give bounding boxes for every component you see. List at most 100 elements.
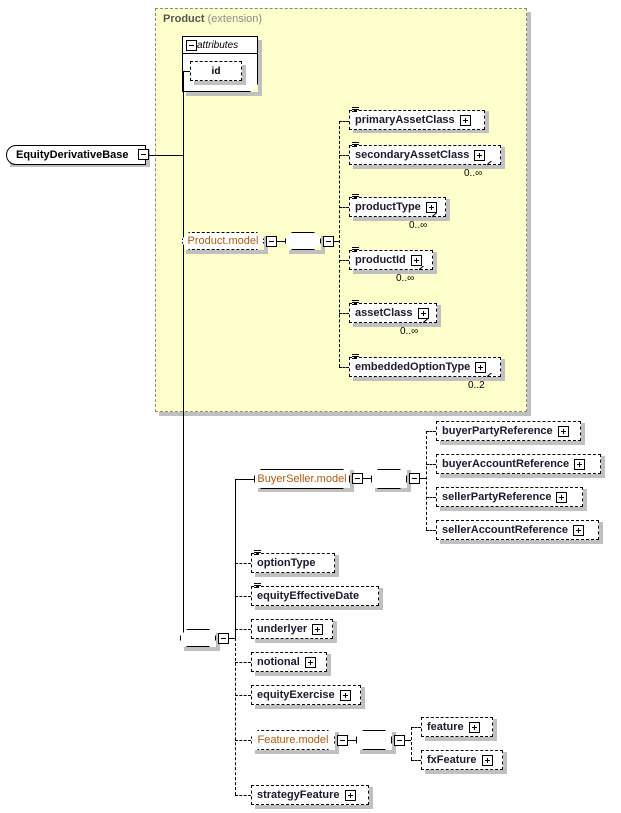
child-stub	[235, 662, 251, 663]
element-buyerAccountReference[interactable]: buyerAccountReference	[436, 454, 601, 474]
element-assetClass[interactable]: assetClass	[349, 300, 437, 323]
buyerseller-sequence-compositor[interactable]	[371, 469, 407, 489]
bs-seq-expander-minus-icon[interactable]	[409, 473, 420, 484]
element-fxFeature[interactable]: fxFeature	[421, 750, 503, 770]
element-equityExercise[interactable]: equityExercise	[251, 685, 361, 705]
attribute-row-id[interactable]: id	[190, 61, 242, 81]
expand-plus-icon[interactable]	[468, 721, 480, 733]
product-sequence-compositor[interactable]	[285, 232, 321, 250]
documentation-icon	[254, 550, 261, 557]
child-stub	[339, 367, 349, 368]
product-seq-out-line	[334, 241, 339, 242]
expand-plus-icon[interactable]	[312, 623, 324, 635]
el-shadow	[601, 456, 605, 478]
el-shadow	[501, 359, 505, 381]
element-notional[interactable]: notional	[251, 652, 327, 672]
element-sellerAccountReference[interactable]: sellerAccountReference	[436, 520, 599, 540]
expand-plus-icon[interactable]	[459, 114, 471, 126]
repeat-tick-icon	[419, 266, 427, 274]
el-shadow	[440, 474, 605, 478]
documentation-icon	[352, 300, 359, 307]
el-shadow	[583, 489, 587, 511]
buyerseller-model-group[interactable]: BuyerSeller.model	[254, 469, 350, 489]
el-shadow	[440, 507, 587, 511]
el-shadow	[353, 165, 505, 169]
product-model-expander-minus-icon[interactable]	[266, 236, 277, 247]
product-model-group[interactable]: Product.model	[182, 232, 264, 250]
expand-plus-icon[interactable]	[557, 425, 569, 437]
el-shadow	[353, 270, 437, 274]
feature-model-expander-minus-icon[interactable]	[337, 735, 348, 746]
root-expander-minus-icon[interactable]	[138, 149, 149, 160]
element-embeddedOptionType[interactable]: embeddedOptionType	[349, 354, 501, 377]
cardinality-label: 0..2	[468, 380, 485, 391]
extension-region-shadow	[527, 12, 531, 416]
element-buyerPartyReference[interactable]: buyerPartyReference	[436, 421, 581, 441]
feature-seq-expander-minus-icon[interactable]	[394, 735, 405, 746]
feature-model-group[interactable]: Feature.model	[251, 730, 335, 750]
expand-plus-icon[interactable]	[474, 149, 486, 161]
element-feature[interactable]: feature	[421, 717, 493, 737]
main-sequence-compositor[interactable]	[180, 629, 216, 647]
feature-sequence-compositor[interactable]	[356, 730, 392, 750]
feature-model-label: Feature.model	[257, 734, 329, 746]
element-sellerPartyReference[interactable]: sellerPartyReference	[436, 487, 583, 507]
element-underlyer[interactable]: underlyer	[251, 619, 333, 639]
element-optionType[interactable]: optionType	[251, 550, 335, 573]
expand-plus-icon[interactable]	[304, 656, 316, 668]
element-productId[interactable]: productId	[349, 247, 433, 270]
attributes-connector-horizontal	[183, 71, 190, 72]
expand-plus-icon[interactable]	[481, 754, 493, 766]
main-seq-expander-minus-icon[interactable]	[218, 633, 229, 644]
feature-model-shadow	[255, 750, 339, 754]
child-stub	[339, 260, 349, 261]
element-equityEffectiveDate[interactable]: equityEffectiveDate	[251, 583, 379, 606]
product-model-label: Product.model	[187, 235, 259, 247]
expand-plus-icon[interactable]	[475, 361, 487, 373]
repeat-tick-icon	[487, 161, 495, 169]
product-seq-expander-minus-icon[interactable]	[323, 236, 334, 247]
feature-seq-out-line	[405, 740, 411, 741]
element-label: equityEffectiveDate	[257, 590, 360, 602]
expand-plus-icon[interactable]	[556, 491, 568, 503]
root-node[interactable]: EquityDerivativeBase	[6, 145, 146, 165]
child-stub	[411, 760, 421, 761]
extension-title: Product (extension)	[163, 13, 262, 25]
attributes-header[interactable]: attributes	[183, 37, 257, 54]
element-label: feature	[427, 721, 464, 733]
element-strategyFeature[interactable]: strategyFeature	[251, 785, 369, 805]
el-shadow	[335, 555, 339, 577]
expand-plus-icon[interactable]	[410, 254, 422, 266]
feature-seq-shadow	[360, 750, 396, 754]
el-shadow	[255, 805, 373, 809]
buyerseller-expander-minus-icon[interactable]	[352, 473, 363, 484]
buyerseller-model-label: BuyerSeller.model	[257, 473, 347, 485]
expand-plus-icon[interactable]	[344, 789, 356, 801]
element-primaryAssetClass[interactable]: primaryAssetClass	[349, 107, 485, 130]
bs-seq-out-line	[420, 478, 426, 479]
expand-plus-icon[interactable]	[425, 201, 437, 213]
child-stub	[339, 121, 349, 122]
el-shadow	[255, 639, 337, 643]
child-stub	[235, 563, 251, 564]
expand-plus-icon[interactable]	[417, 307, 429, 319]
feature-to-seq-line	[348, 740, 356, 741]
element-label: productId	[355, 254, 406, 266]
expand-plus-icon[interactable]	[572, 524, 584, 536]
expand-plus-icon[interactable]	[574, 458, 586, 470]
element-secondaryAssetClass[interactable]: secondaryAssetClass	[349, 142, 501, 165]
feature-children-fan	[411, 727, 412, 760]
element-productType[interactable]: productType	[349, 194, 446, 217]
extension-region-shadow-b	[159, 412, 531, 416]
expand-plus-icon[interactable]	[339, 689, 351, 701]
element-label: productType	[355, 201, 421, 213]
documentation-icon	[352, 142, 359, 149]
el-shadow	[255, 573, 339, 577]
product-seq-shadow	[289, 250, 325, 254]
attributes-expander-minus-icon[interactable]	[186, 39, 197, 51]
main-seq-out-line	[229, 638, 235, 639]
el-shadow	[425, 770, 507, 774]
el-shadow	[327, 654, 331, 676]
el-shadow	[485, 111, 489, 133]
